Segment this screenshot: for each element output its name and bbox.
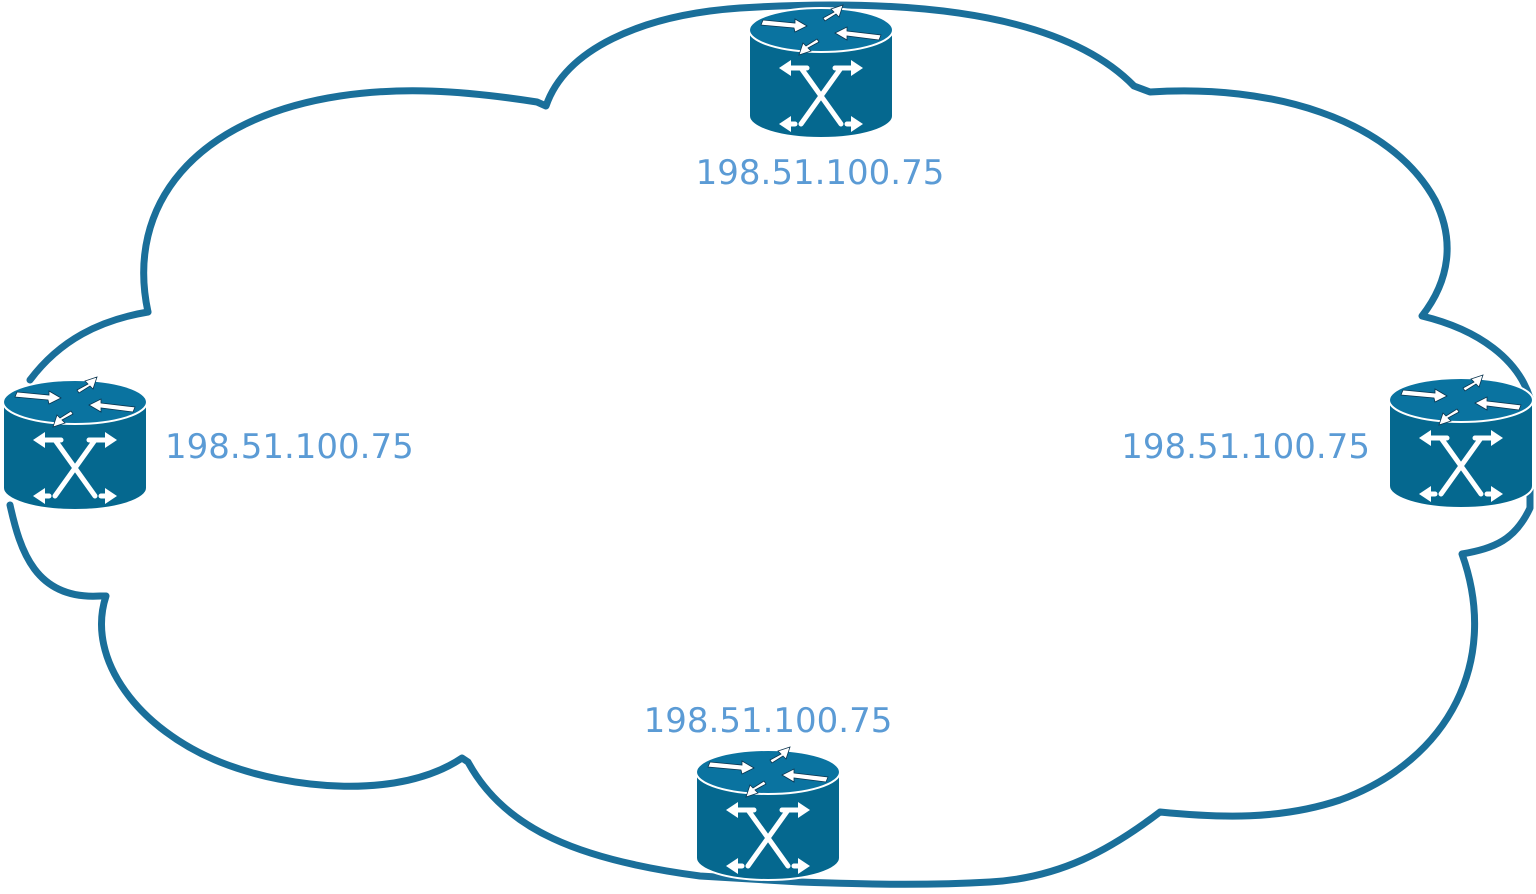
router-top-ip-label: 198.51.100.75 [696,153,945,193]
router-icon [749,5,893,138]
router-bottom-ip-label: 198.51.100.75 [644,701,893,741]
router-icon [696,747,840,880]
network-cloud [6,1,1534,888]
router-left-ip-label: 198.51.100.75 [165,427,414,467]
router-icon [1389,375,1533,508]
router-right[interactable]: 198.51.100.75 [1121,375,1533,508]
router-bottom[interactable]: 198.51.100.75 [644,701,893,880]
router-icon [3,377,147,510]
router-right-ip-label: 198.51.100.75 [1121,427,1370,467]
router-left[interactable]: 198.51.100.75 [3,377,414,510]
router-top[interactable]: 198.51.100.75 [696,5,945,193]
